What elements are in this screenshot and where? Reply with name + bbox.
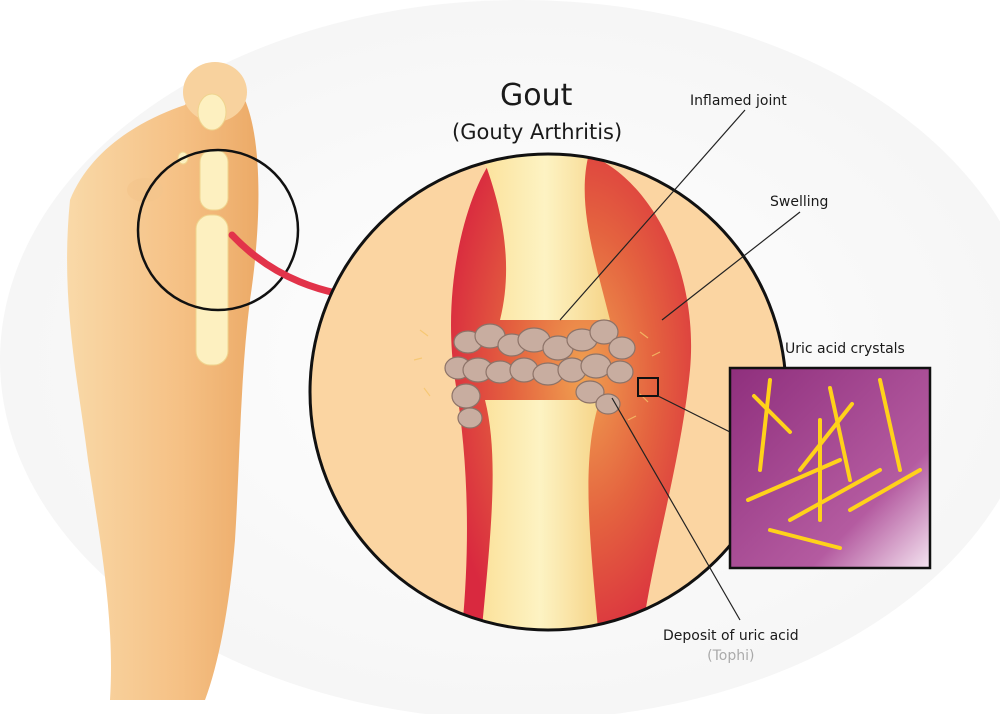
toe-joint-circle <box>136 148 300 312</box>
diagram-title: Gout <box>500 78 573 113</box>
foot-illustration <box>67 62 300 700</box>
tophi-deposit <box>444 319 636 429</box>
crystal-locator-box <box>637 377 659 397</box>
deposit-label: Deposit of uric acid (Tophi) <box>663 626 799 666</box>
deposit-label-line1: Deposit of uric acid <box>663 628 799 644</box>
joint-magnifier-circle <box>308 152 788 632</box>
deposit-label-line2: (Tophi) <box>707 648 755 664</box>
swelling-label: Swelling <box>770 194 829 210</box>
inflamed-joint-label: Inflamed joint <box>690 93 787 109</box>
leader-lines <box>559 109 801 621</box>
crystal-inset <box>728 366 932 570</box>
uric-acid-crystals-label: Uric acid crystals <box>785 341 905 357</box>
crystal-flecks <box>413 329 661 421</box>
diagram-subtitle: (Gouty Arthritis) <box>452 120 623 144</box>
upper-bone <box>480 154 610 320</box>
foot-bones <box>177 93 229 366</box>
lower-bone <box>480 400 600 630</box>
